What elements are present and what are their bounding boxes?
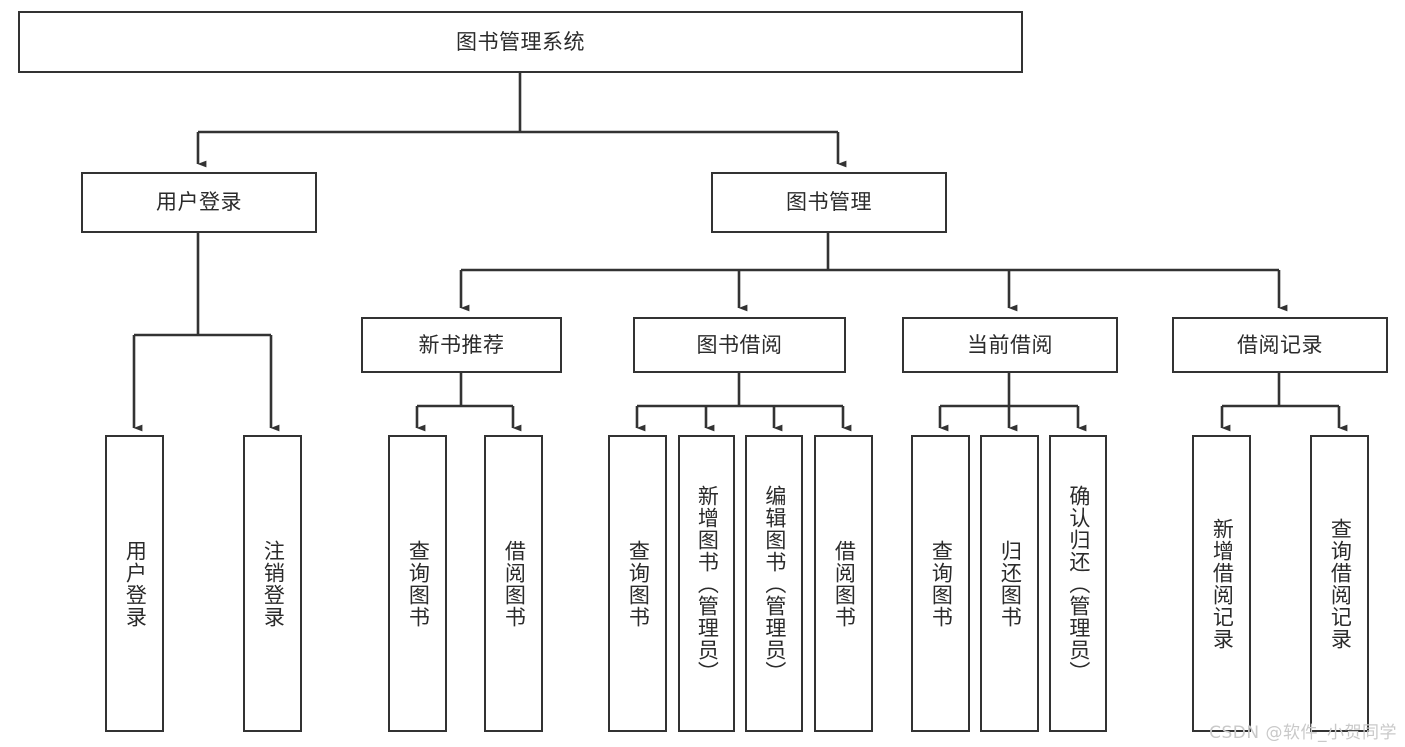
node-book-borrow[interactable]: 图书借阅 (633, 317, 846, 373)
node-label: 图书管理系统 (456, 29, 585, 54)
leaf-query-book-borrow[interactable]: 查询图书 (608, 435, 667, 732)
leaf-edit-book-admin[interactable]: 编辑图书（管理员） (745, 435, 803, 732)
node-label: 借阅记录 (1237, 332, 1323, 357)
leaf-query-book-recommend[interactable]: 查询图书 (388, 435, 447, 732)
leaf-query-book-current[interactable]: 查询图书 (911, 435, 970, 732)
node-user-login[interactable]: 用户登录 (81, 172, 317, 233)
node-label: 借阅图书 (502, 539, 527, 628)
node-label: 当前借阅 (967, 332, 1053, 357)
leaf-user-login[interactable]: 用户登录 (105, 435, 164, 732)
leaf-borrow-book-recommend[interactable]: 借阅图书 (484, 435, 543, 732)
node-label: 新增借阅记录 (1210, 517, 1235, 650)
node-root-book-management-system[interactable]: 图书管理系统 (18, 11, 1023, 73)
node-label: 新书推荐 (418, 332, 505, 357)
node-label: 编辑图书（管理员） (762, 484, 787, 683)
node-label: 图书管理 (786, 190, 872, 215)
leaf-borrow-book[interactable]: 借阅图书 (814, 435, 873, 732)
leaf-return-book[interactable]: 归还图书 (980, 435, 1039, 732)
node-label: 图书借阅 (696, 332, 783, 357)
node-current-borrow[interactable]: 当前借阅 (902, 317, 1118, 373)
leaf-query-borrow-record[interactable]: 查询借阅记录 (1310, 435, 1369, 732)
leaf-add-borrow-record[interactable]: 新增借阅记录 (1192, 435, 1251, 732)
node-label: 用户登录 (123, 539, 148, 628)
node-label: 查询借阅记录 (1328, 517, 1353, 650)
leaf-user-logout[interactable]: 注销登录 (243, 435, 302, 732)
node-label: 用户登录 (156, 190, 242, 215)
node-label: 归还图书 (998, 539, 1023, 628)
node-label: 查询图书 (406, 539, 431, 628)
node-label: 注销登录 (261, 539, 286, 628)
node-borrow-record[interactable]: 借阅记录 (1172, 317, 1388, 373)
leaf-confirm-return-admin[interactable]: 确认归还（管理员） (1049, 435, 1107, 732)
node-label: 新增图书（管理员） (695, 484, 720, 683)
node-new-book-recommend[interactable]: 新书推荐 (361, 317, 562, 373)
leaf-add-book-admin[interactable]: 新增图书（管理员） (678, 435, 735, 732)
node-label: 查询图书 (626, 539, 651, 628)
node-label: 借阅图书 (832, 539, 857, 628)
node-label: 确认归还（管理员） (1066, 484, 1091, 683)
node-book-management[interactable]: 图书管理 (711, 172, 947, 233)
node-label: 查询图书 (929, 539, 954, 628)
